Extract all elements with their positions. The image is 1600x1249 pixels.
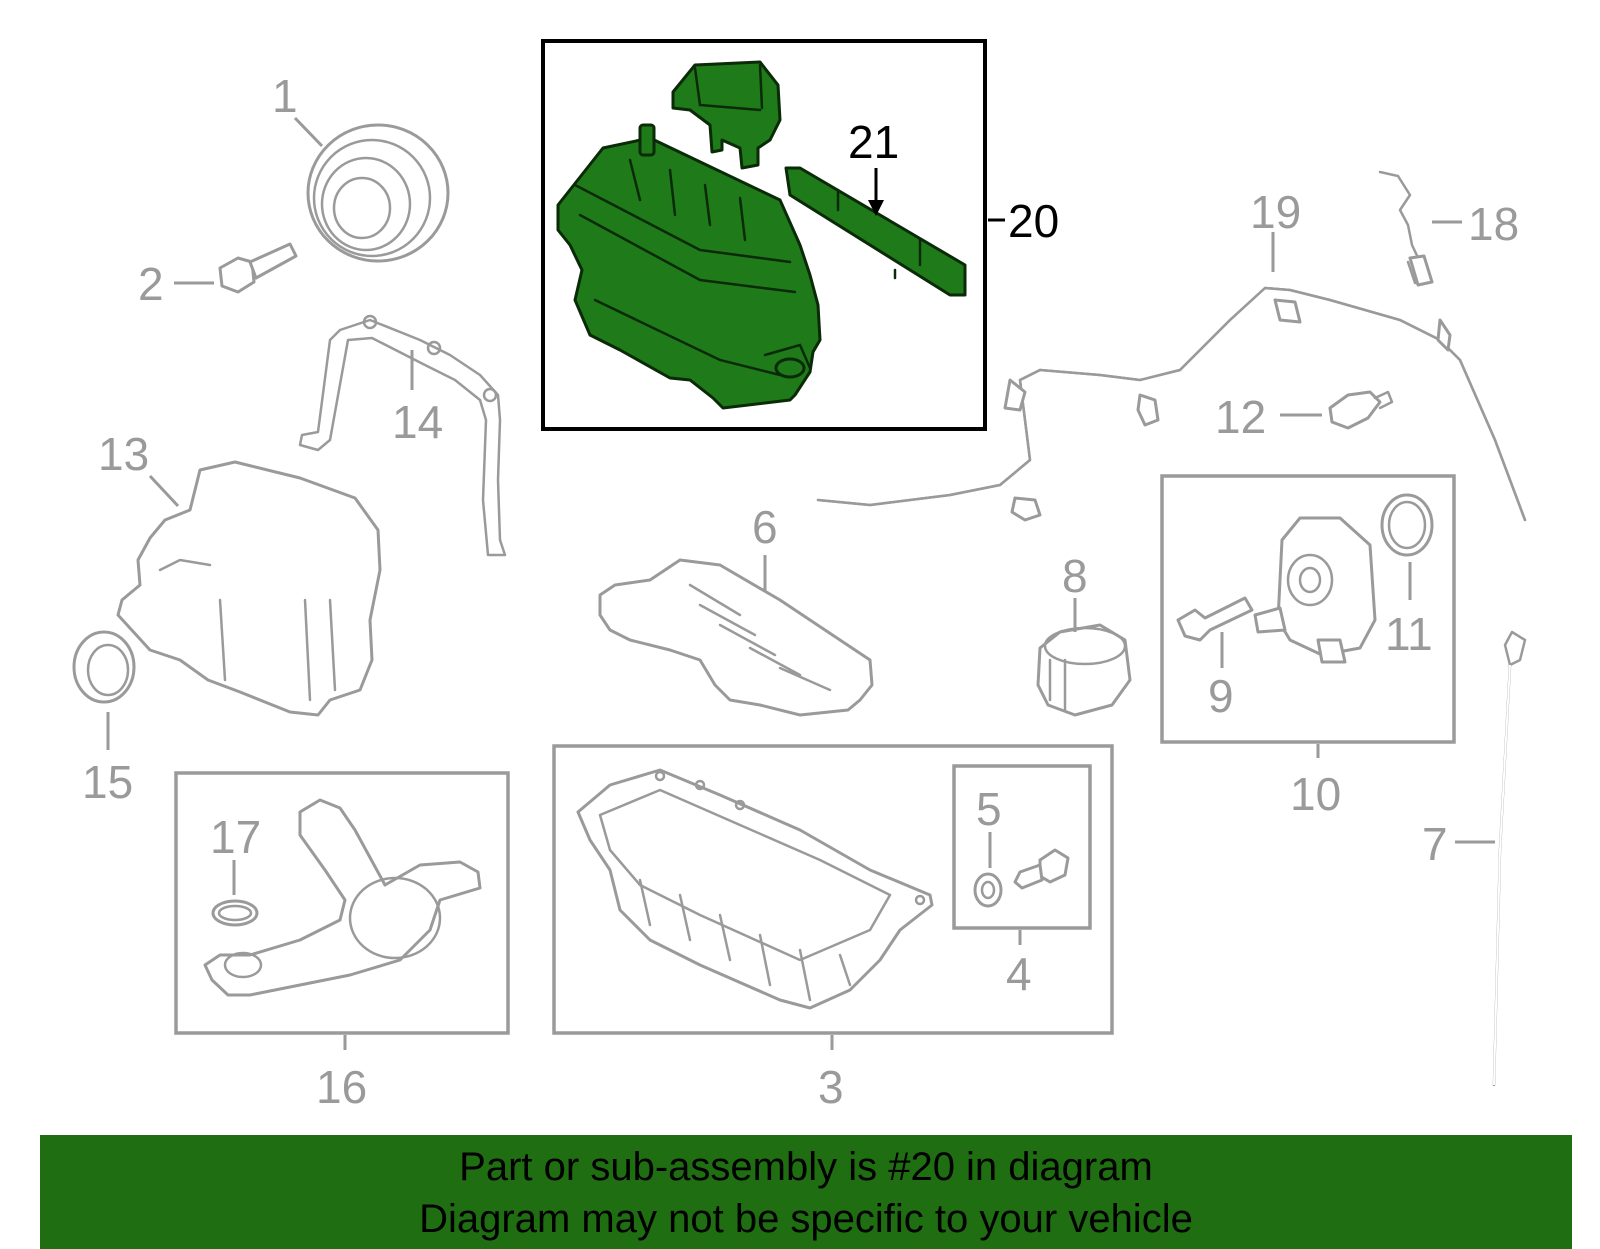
part-18-sensor[interactable] bbox=[1378, 170, 1434, 287]
box-16[interactable] bbox=[174, 771, 510, 1035]
highlight-box-20[interactable] bbox=[541, 39, 987, 431]
part-6-oil-baffle[interactable] bbox=[598, 558, 874, 717]
leader-13 bbox=[148, 474, 180, 508]
callout-21: 21 bbox=[848, 116, 899, 168]
box-3[interactable] bbox=[552, 744, 1114, 1035]
part-13-front-cover[interactable] bbox=[116, 460, 382, 717]
part-15-front-seal[interactable] bbox=[72, 630, 136, 704]
box-10[interactable] bbox=[1160, 474, 1456, 744]
part-16-oil-pickup[interactable] bbox=[203, 798, 482, 997]
part-17-o-ring[interactable] bbox=[211, 899, 259, 927]
part-12-oil-pressure-switch[interactable] bbox=[1328, 390, 1394, 430]
callout-4: 4 bbox=[1006, 948, 1032, 1000]
callout-14: 14 bbox=[392, 396, 443, 448]
banner-line-1: Part or sub-assembly is #20 in diagram bbox=[459, 1145, 1153, 1189]
part-10-oil-cooler[interactable] bbox=[1253, 516, 1377, 664]
callout-7: 7 bbox=[1422, 818, 1448, 870]
part-14-gasket[interactable] bbox=[298, 314, 507, 557]
part-8-oil-filter[interactable] bbox=[1036, 623, 1132, 717]
callout-13: 13 bbox=[98, 428, 149, 480]
callout-16: 16 bbox=[316, 1061, 367, 1113]
arrow-21 bbox=[868, 200, 884, 216]
part-20-cover[interactable] bbox=[671, 60, 782, 170]
callout-6: 6 bbox=[752, 501, 778, 553]
callout-18: 18 bbox=[1468, 198, 1519, 250]
part-9-bolt[interactable] bbox=[1176, 596, 1254, 642]
part-20-oil-separator[interactable] bbox=[556, 123, 822, 410]
callout-1: 1 bbox=[272, 70, 298, 122]
part-2-pulley-bolt[interactable] bbox=[218, 242, 298, 294]
part-11-seal[interactable] bbox=[1380, 493, 1434, 557]
part-5-drain-plug-gasket[interactable] bbox=[973, 872, 1003, 908]
banner-line-2: Diagram may not be specific to your vehi… bbox=[419, 1197, 1193, 1241]
info-banner: Part or sub-assembly is #20 in diagram D… bbox=[40, 1135, 1572, 1249]
part-1-crankshaft-pulley[interactable] bbox=[306, 123, 450, 263]
callout-9: 9 bbox=[1208, 670, 1234, 722]
callout-3: 3 bbox=[818, 1061, 844, 1113]
part-21-gasket[interactable] bbox=[784, 166, 967, 297]
callout-2: 2 bbox=[138, 258, 164, 310]
part-19-tube[interactable] bbox=[816, 286, 1527, 522]
part-7-dipstick[interactable] bbox=[1492, 630, 1527, 1087]
callout-8: 8 bbox=[1062, 550, 1088, 602]
callout-5: 5 bbox=[976, 783, 1002, 835]
callout-10: 10 bbox=[1290, 768, 1341, 820]
callout-17: 17 bbox=[210, 811, 261, 863]
box-4[interactable] bbox=[952, 764, 1092, 930]
part-3-oil-pan[interactable] bbox=[576, 768, 934, 1010]
callout-12: 12 bbox=[1215, 391, 1266, 443]
callout-20: 20 bbox=[1008, 195, 1059, 247]
callout-15: 15 bbox=[82, 756, 133, 808]
part-4-drain-plug[interactable] bbox=[1013, 848, 1070, 890]
callout-11: 11 bbox=[1385, 608, 1433, 660]
leader-1 bbox=[293, 116, 324, 148]
callout-19: 19 bbox=[1250, 186, 1301, 238]
